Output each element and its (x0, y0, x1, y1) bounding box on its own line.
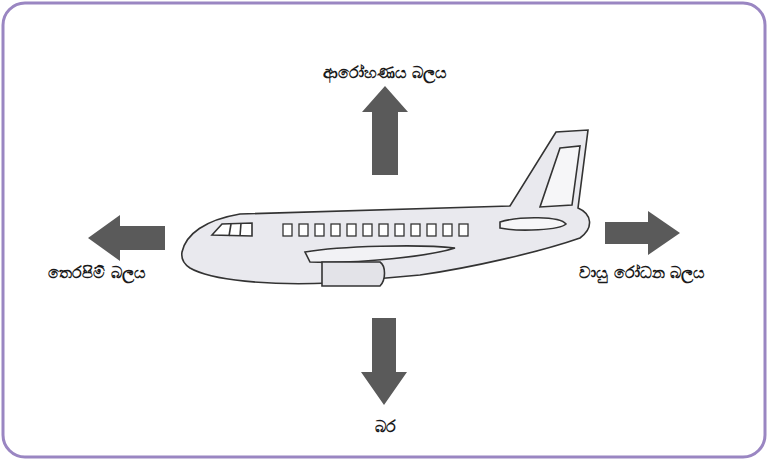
fuselage (182, 130, 590, 284)
cabin-window (363, 224, 372, 236)
cockpit-window (212, 223, 252, 236)
cabin-window (427, 224, 436, 236)
cabin-window (379, 224, 388, 236)
cabin-windows (283, 224, 468, 236)
thrust-label: තෙරපිම් බලය (48, 263, 146, 282)
cabin-window (411, 224, 420, 236)
force-arrows (88, 86, 680, 405)
cockpit-frame (240, 223, 241, 236)
cabin-window (395, 224, 404, 236)
tail-fin (540, 146, 580, 207)
lift-arrow (362, 86, 408, 175)
cabin-window (459, 224, 468, 236)
cabin-window (443, 224, 452, 236)
weight-arrow (361, 318, 407, 405)
drag-label: වායු රෝධන බලය (579, 263, 705, 282)
drag-arrow (605, 211, 680, 255)
cabin-window (315, 224, 324, 236)
cabin-window (331, 224, 340, 236)
frame (3, 3, 765, 457)
stabilizer (500, 218, 566, 230)
wing (305, 246, 455, 262)
cabin-window (347, 224, 356, 236)
weight-label: බර (375, 417, 396, 436)
lift-label: ආරෝහණය බලය (323, 63, 448, 82)
cabin-window (283, 224, 292, 236)
cockpit-frame (229, 224, 231, 236)
cabin-window (299, 224, 308, 236)
engine (322, 262, 385, 286)
airplane (182, 130, 590, 286)
thrust-arrow (88, 215, 165, 261)
